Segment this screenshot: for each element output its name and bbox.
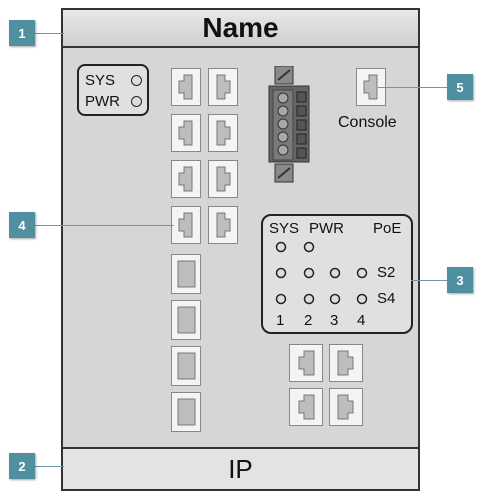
status-row-s2-label: S2 (377, 264, 396, 281)
callout-line (34, 33, 64, 34)
status-poe-label: PoE (373, 220, 402, 237)
rj45-port-icon[interactable] (171, 114, 201, 152)
status-col-label: 3 (330, 312, 339, 329)
rj45-port-icon[interactable] (171, 206, 201, 244)
power-led-box: SYS PWR (77, 64, 149, 116)
status-row-s4-label: S4 (377, 290, 396, 307)
callout-line (34, 225, 174, 226)
sfp-port-icon[interactable] (171, 254, 201, 294)
console-label: Console (338, 114, 397, 131)
sfp-port-icon[interactable] (171, 346, 201, 386)
rj45-port-icon[interactable] (208, 206, 238, 244)
rj45-port-icon[interactable] (208, 160, 238, 198)
console-port-icon[interactable] (356, 68, 386, 106)
callout-badge-2: 2 (9, 453, 35, 479)
pwr-led-icon (131, 96, 142, 107)
callout-badge-3: 3 (447, 267, 473, 293)
callout-badge-4: 4 (9, 212, 35, 238)
pwr-led-row: PWR (85, 93, 142, 110)
callout-badge-5: 5 (447, 74, 473, 100)
callout-line (378, 87, 448, 88)
rj45-port-icon[interactable] (329, 388, 363, 426)
status-col-label: 4 (357, 312, 366, 329)
callout-line (411, 280, 447, 281)
sys-led-icon (131, 75, 142, 86)
status-led-panel: SYS PWR PoE S2 S4 1 2 3 4 (261, 214, 413, 334)
device-ip: IP (63, 447, 418, 489)
rj45-port-icon[interactable] (329, 344, 363, 382)
sys-led-label: SYS (85, 72, 116, 89)
sys-led-row: SYS (85, 72, 142, 89)
sfp-port-icon[interactable] (171, 392, 201, 432)
status-led-grid (275, 241, 368, 305)
status-col-label: 2 (304, 312, 313, 329)
status-sys-label: SYS (269, 220, 300, 237)
pwr-led-label: PWR (85, 93, 120, 110)
status-col-label: 1 (276, 312, 285, 329)
terminal-block-icon (267, 65, 313, 186)
rj45-port-icon[interactable] (289, 344, 323, 382)
callout-badge-1: 1 (9, 20, 35, 46)
status-pwr-label: PWR (309, 220, 344, 237)
device-title: Name (63, 10, 418, 48)
sfp-port-icon[interactable] (171, 300, 201, 340)
rj45-port-icon[interactable] (208, 68, 238, 106)
rj45-port-icon[interactable] (289, 388, 323, 426)
device-enclosure: Name SYS PWR (61, 8, 420, 491)
callout-line (34, 466, 64, 467)
rj45-port-icon[interactable] (208, 114, 238, 152)
rj45-port-icon[interactable] (171, 68, 201, 106)
rj45-port-icon[interactable] (171, 160, 201, 198)
